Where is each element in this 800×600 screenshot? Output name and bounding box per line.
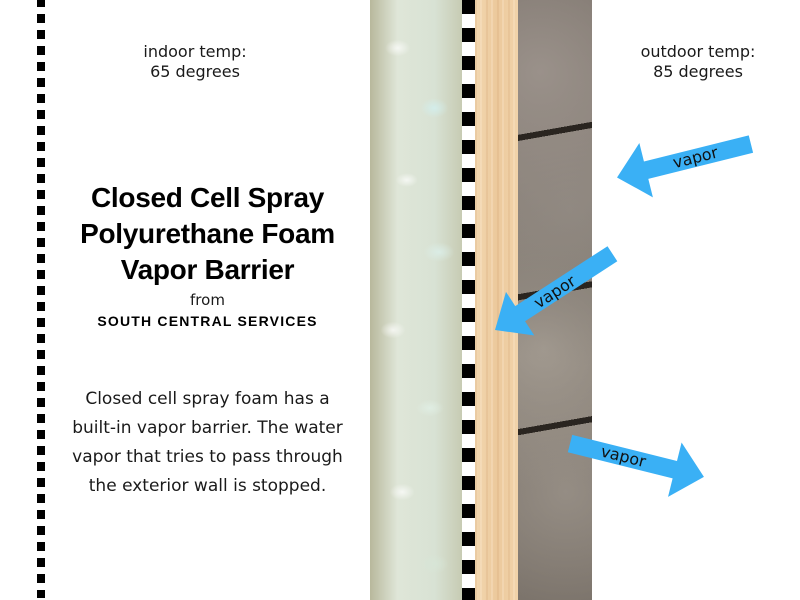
arrow-left-icon: vapor [617,135,754,198]
outdoor-temp: outdoor temp: 85 degrees [618,42,778,82]
outdoor-temp-label: outdoor temp: [640,42,756,61]
indoor-temp: indoor temp: 65 degrees [120,42,270,82]
from-label: from [190,291,225,309]
company-name: SOUTH CENTRAL SERVICES [97,313,318,329]
foam-layer [370,0,462,600]
vapor-label-2: vapor [530,271,579,312]
vapor-arrow-2: vapor [490,245,625,336]
outdoor-temp-value: 85 degrees [653,62,743,81]
description: Closed cell spray foam has a built-in va… [72,389,343,496]
indoor-temp-value: 65 degrees [150,62,240,81]
vapor-label-3: vapor [599,442,648,472]
vapor-arrow-1: vapor [615,128,755,198]
left-dashed-border [37,0,45,598]
indoor-temp-label: indoor temp: [143,42,247,61]
arrow-down-left-icon: vapor [495,246,618,336]
arrow-right-icon: vapor [567,434,704,497]
vapor-arrow-3: vapor [567,430,708,497]
diagram-title: Closed Cell Spray Polyurethane Foam Vapo… [60,180,355,288]
title-line-1: Closed Cell Spray [91,182,324,213]
vapor-barrier-line [462,0,475,600]
vapor-label-1: vapor [671,143,720,173]
title-line-3: Vapor Barrier [120,254,295,285]
title-line-2: Polyurethane Foam [80,218,335,249]
